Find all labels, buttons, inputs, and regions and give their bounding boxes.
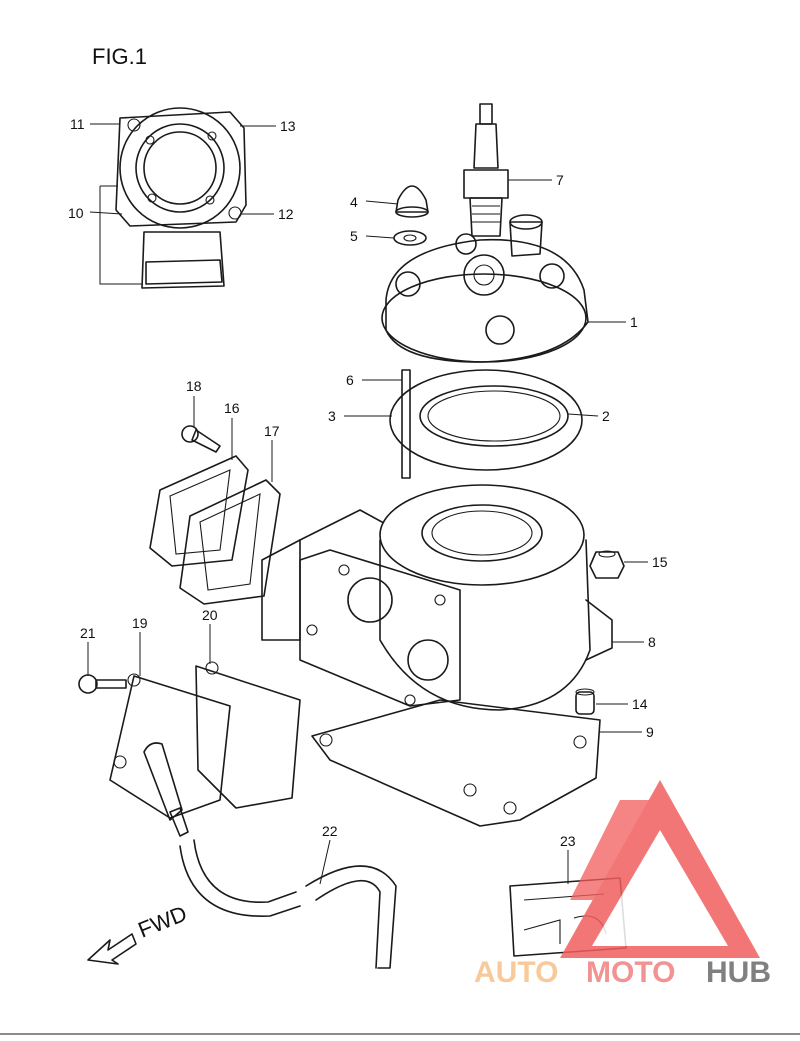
watermark-hub-text: HUB	[706, 956, 771, 989]
screw-21	[78, 674, 127, 694]
callout-4: 4	[350, 194, 358, 210]
dowel-pin	[575, 688, 595, 715]
head-gasket-outer	[389, 369, 583, 471]
callout-21: 21	[80, 625, 96, 641]
callout-16: 16	[224, 400, 240, 416]
callout-19: 19	[132, 615, 148, 631]
callout-15: 15	[652, 554, 668, 570]
callout-labels: 1 2 3 4 5 6 7 8 9 10 11 12 13 14 15 16 1…	[68, 116, 668, 849]
callout-2: 2	[602, 408, 610, 424]
inset-head-gasket	[99, 107, 247, 289]
stud-bolt	[401, 369, 411, 479]
callout-5: 5	[350, 228, 358, 244]
callout-13: 13	[280, 118, 296, 134]
callout-18: 18	[186, 378, 202, 394]
forward-arrow-icon	[87, 933, 137, 965]
screw-18	[181, 425, 221, 453]
leader-lines	[87, 123, 648, 885]
washer	[393, 230, 427, 246]
spark-plug	[463, 103, 509, 237]
cover-gasket-20	[195, 661, 301, 809]
callout-1: 1	[630, 314, 638, 330]
cylinder-head	[381, 214, 589, 363]
callout-20: 20	[202, 607, 218, 623]
callout-7: 7	[556, 172, 564, 188]
callout-8: 8	[648, 634, 656, 650]
flange-nut	[589, 550, 625, 579]
intake-gasket-17	[179, 479, 281, 605]
watermark-auto-text: AUTO	[474, 956, 558, 989]
callout-3: 3	[328, 408, 336, 424]
forward-direction-indicator: FWD	[87, 901, 191, 965]
watermark-moto-text: MOTO	[586, 956, 675, 989]
callout-10: 10	[68, 205, 84, 221]
callout-14: 14	[632, 696, 648, 712]
callout-12: 12	[278, 206, 294, 222]
cylinder-block	[261, 484, 613, 711]
watermark-logo: AUTO MOTO HUB	[474, 780, 771, 989]
base-gasket	[311, 699, 601, 827]
forward-label: FWD	[135, 901, 191, 943]
intake-gasket-16	[149, 455, 249, 567]
callout-23: 23	[560, 833, 576, 849]
callout-11: 11	[70, 116, 85, 132]
callout-17: 17	[264, 423, 280, 439]
callout-22: 22	[322, 823, 338, 839]
hose-22	[179, 839, 397, 969]
figure-title: FIG.1	[92, 44, 147, 69]
cap-nut	[395, 185, 429, 218]
cover-plate-19	[109, 673, 231, 837]
head-gasket-ring	[419, 385, 569, 447]
callout-9: 9	[646, 724, 654, 740]
callout-6: 6	[346, 372, 354, 388]
